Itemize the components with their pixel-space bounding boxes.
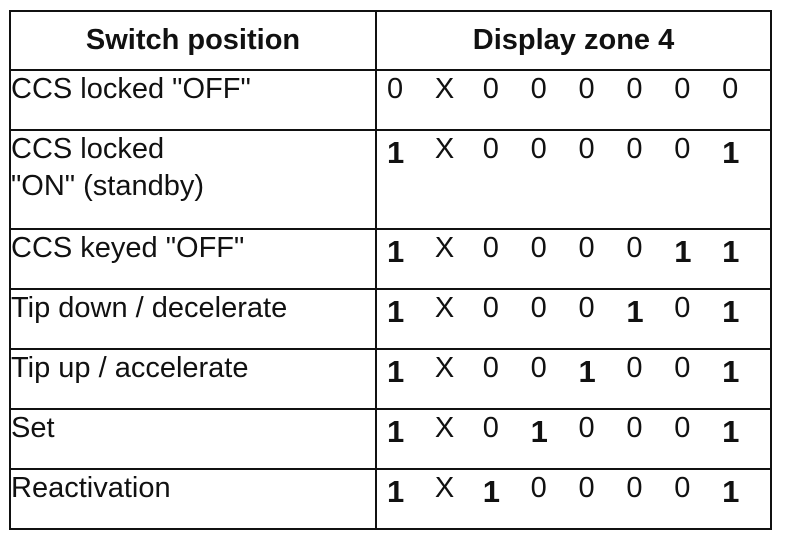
bit-value: 1 <box>482 474 500 509</box>
switch-position-label: CCS locked "OFF" <box>11 73 251 105</box>
header-switch-position: Switch position <box>9 10 377 71</box>
bit-value: 1 <box>387 354 405 389</box>
bit-value: 0 <box>626 232 643 264</box>
switch-position-label: Tip up / accelerate <box>11 352 249 384</box>
bit-value: 1 <box>722 234 740 269</box>
bit-value: 0 <box>674 73 691 105</box>
header-row: Switch position Display zone 4 <box>9 10 772 71</box>
bit-value: 0 <box>626 352 643 384</box>
switch-position-label: Set <box>11 412 55 444</box>
switch-position-cell: Set <box>9 408 377 470</box>
bit-value: 0 <box>578 133 595 165</box>
switch-position-label: Tip down / decelerate <box>11 292 288 324</box>
bit-value: 1 <box>578 354 596 389</box>
bit-value: 1 <box>387 234 405 269</box>
bit-value: X <box>434 133 455 165</box>
bit-value: 0 <box>674 133 691 165</box>
bit-value: 0 <box>530 472 547 504</box>
bit-value: 1 <box>674 234 692 269</box>
bit-value: 0 <box>482 292 499 324</box>
bit-value: 0 <box>482 73 499 105</box>
bit-value: X <box>434 232 455 264</box>
bit-value: X <box>434 292 455 324</box>
bit-value: 0 <box>674 472 691 504</box>
switch-position-label: CCS locked <box>11 133 165 165</box>
bit-value: 0 <box>482 133 499 165</box>
bit-value: 1 <box>722 294 740 329</box>
bit-value: 1 <box>530 414 548 449</box>
bit-value: 0 <box>530 73 547 105</box>
bit-value: X <box>434 352 455 384</box>
bit-value: 1 <box>387 414 405 449</box>
bit-value: 0 <box>578 232 595 264</box>
bit-value: 0 <box>530 133 547 165</box>
bit-value: 0 <box>530 232 547 264</box>
bit-value: 0 <box>578 412 595 444</box>
bit-value: 1 <box>722 414 740 449</box>
switch-position-table: Switch position Display zone 4 CCS locke… <box>9 10 772 530</box>
bit-value: 1 <box>387 474 405 509</box>
switch-position-cell: CCS locked "ON" (standby) <box>9 129 377 230</box>
switch-position-cell: Tip up / accelerate <box>9 348 377 410</box>
bit-value: 0 <box>626 73 643 105</box>
bit-value: 0 <box>482 412 499 444</box>
bit-value: 0 <box>674 292 691 324</box>
bit-value: 0 <box>626 412 643 444</box>
bit-value: 0 <box>578 292 595 324</box>
bit-value: 1 <box>387 294 405 329</box>
bit-value: 1 <box>626 294 644 329</box>
bit-value: 0 <box>387 73 404 105</box>
bit-value: 0 <box>722 73 739 105</box>
bit-value: 1 <box>722 474 740 509</box>
switch-position-cell: Reactivation <box>9 468 377 530</box>
bit-value: 0 <box>482 352 499 384</box>
bit-value: 0 <box>578 472 595 504</box>
bit-value: 1 <box>387 135 405 170</box>
header-display-zone: Display zone 4 <box>375 10 772 71</box>
bit-value: X <box>434 73 455 105</box>
bit-value: 0 <box>482 232 499 264</box>
bit-value: 0 <box>674 352 691 384</box>
switch-position-label: CCS keyed "OFF" <box>11 232 245 264</box>
bit-value: 0 <box>626 133 643 165</box>
switch-position-cell: CCS locked "OFF" <box>9 69 377 131</box>
bit-value: 0 <box>674 412 691 444</box>
switch-position-label: Reactivation <box>11 472 171 504</box>
bit-value: 1 <box>722 135 740 170</box>
switch-position-cell: CCS keyed "OFF" <box>9 228 377 290</box>
bit-value: X <box>434 472 455 504</box>
bit-value: 1 <box>722 354 740 389</box>
bit-value: 0 <box>530 352 547 384</box>
bit-value: 0 <box>578 73 595 105</box>
switch-position-label: "ON" (standby) <box>11 170 205 202</box>
bit-value: 0 <box>626 472 643 504</box>
bit-value: 0 <box>530 292 547 324</box>
bit-value: X <box>434 412 455 444</box>
switch-position-cell: Tip down / decelerate <box>9 288 377 350</box>
